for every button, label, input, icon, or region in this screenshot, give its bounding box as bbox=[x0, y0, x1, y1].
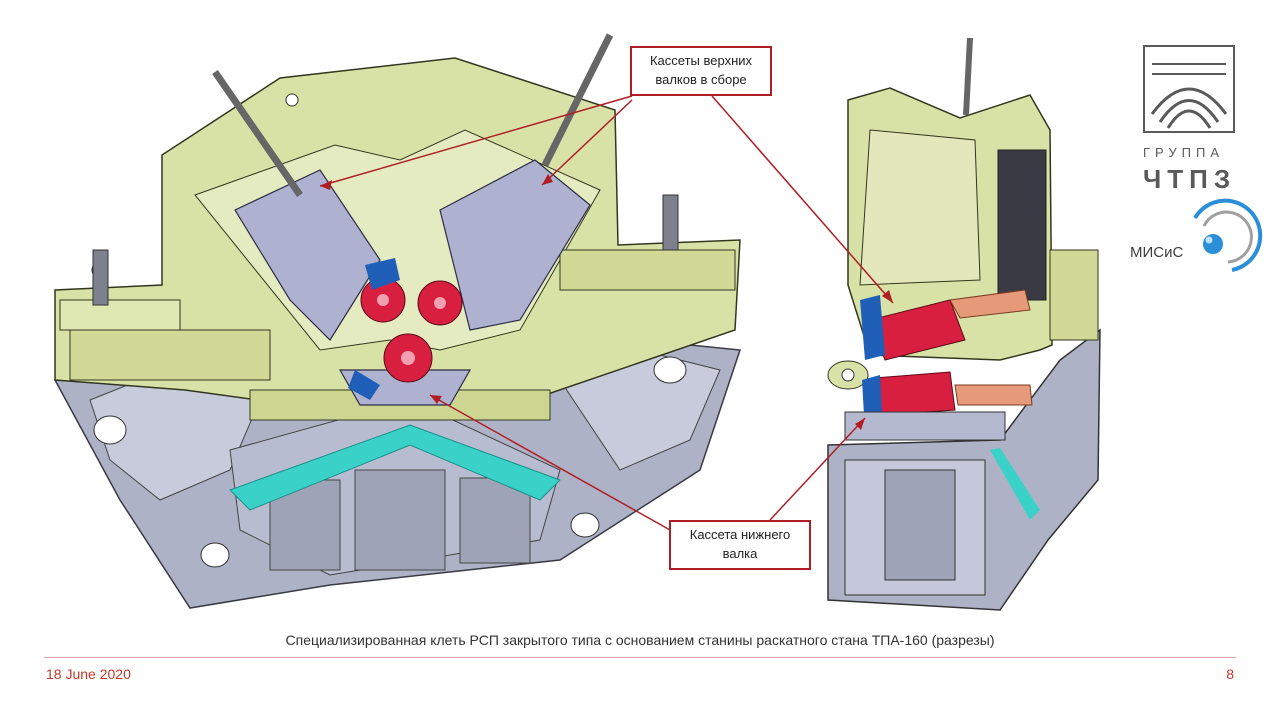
stand-housing-right bbox=[827, 37, 1099, 390]
stand-base-left bbox=[53, 339, 742, 609]
upper-cassettes-left bbox=[212, 33, 614, 341]
callout-lower-line1: Кассета нижнего bbox=[689, 527, 791, 542]
callout-upper-cassettes: Кассеты верхних валков в сборе bbox=[630, 46, 772, 96]
misis-logo-text: МИСиС bbox=[1130, 244, 1184, 261]
callout-upper-line1: Кассеты верхних bbox=[649, 53, 753, 68]
figure-caption: Специализированная клеть РСП закрытого т… bbox=[285, 632, 995, 648]
callout-lower-cassette: Кассета нижнего валка bbox=[669, 520, 811, 570]
rolls-right bbox=[844, 289, 1033, 441]
chtpz-logo-icon bbox=[1143, 45, 1235, 133]
callout-upper-line2: валков в сборе bbox=[655, 72, 747, 87]
page-number: 8 bbox=[1226, 666, 1234, 682]
chtpz-logo-line2: ЧТПЗ bbox=[1143, 164, 1237, 194]
rolls-left bbox=[348, 258, 463, 400]
chtpz-logo-line1: ГРУППА bbox=[1143, 145, 1225, 160]
callout-lower-line2: валка bbox=[722, 546, 758, 561]
footer-date: 18 June 2020 bbox=[46, 666, 131, 682]
footer-divider bbox=[44, 657, 1236, 658]
